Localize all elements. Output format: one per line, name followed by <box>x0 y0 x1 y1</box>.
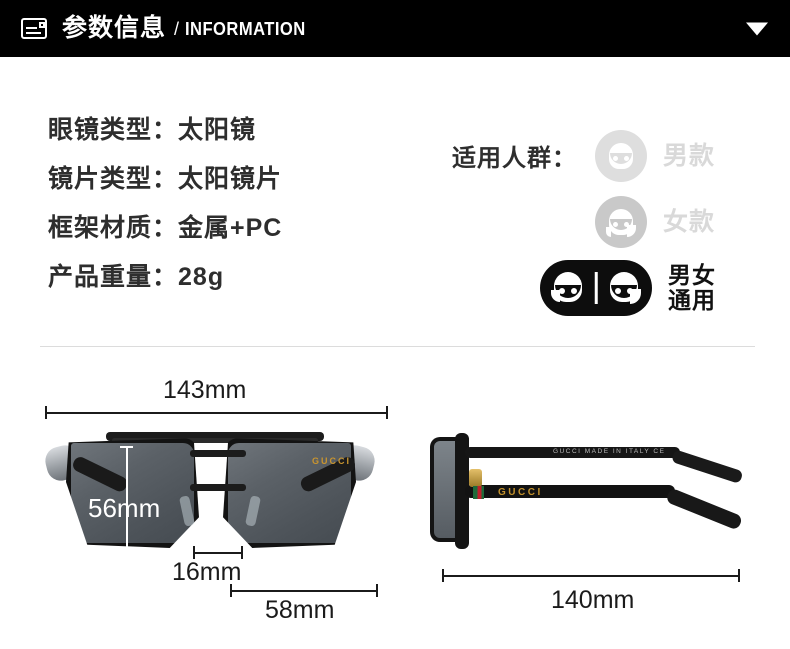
info-card-icon <box>20 16 50 42</box>
audience-option-label-unisex: 男女 通用 <box>668 263 716 313</box>
sunglasses-front-view: GUCCI <box>40 420 390 565</box>
dimension-label-lens-width: 58mm <box>265 596 335 624</box>
dimension-line-lens-height <box>120 446 133 568</box>
dimension-label-temple-length: 140mm <box>551 586 635 614</box>
spec-label: 眼镜类型： <box>48 116 179 144</box>
header-separator: / <box>174 18 180 39</box>
unisex-label-line1: 男女 <box>668 262 716 289</box>
audience-title: 适用人群： <box>452 145 577 172</box>
spec-label: 镜片类型： <box>48 165 179 193</box>
gucci-stripe <box>473 486 484 499</box>
spec-value: 28g <box>178 263 225 291</box>
dimension-label-bridge-width: 16mm <box>172 558 242 586</box>
triangle-down-icon[interactable] <box>746 22 768 35</box>
specification-list: 眼镜类型：太阳镜 镜片类型：太阳镜片 框架材质：金属+PC 产品重量：28g <box>48 118 282 314</box>
male-face-icon <box>595 130 647 182</box>
information-header-bar: 参数信息 / INFORMATION <box>0 0 790 57</box>
dimension-line-lens-width <box>230 584 378 597</box>
spec-row-frame-material: 框架材质：金属+PC <box>48 216 282 241</box>
sunglasses-side-view: GUCCI MADE IN ITALY CE GUCCI <box>425 425 755 565</box>
audience-option-label: 女款 <box>663 207 716 236</box>
unisex-label-line2: 通用 <box>668 287 716 313</box>
header-title-en: INFORMATION <box>185 18 306 39</box>
lens-left <box>66 438 199 548</box>
female-face-icon <box>595 196 647 248</box>
brand-logo-side: GUCCI <box>498 487 543 498</box>
brand-logo-front: GUCCI <box>312 456 351 466</box>
spec-value: 太阳镜 <box>178 116 257 144</box>
spec-label: 产品重量： <box>48 263 179 291</box>
dimension-line-temple-length <box>442 569 740 582</box>
dimension-line-bridge-width <box>193 546 243 559</box>
audience-option-unisex[interactable]: 男女 通用 <box>540 260 716 316</box>
audience-option-label: 男款 <box>663 141 716 170</box>
spec-row-glasses-type: 眼镜类型：太阳镜 <box>48 118 282 143</box>
audience-option-female[interactable]: 女款 <box>595 196 715 248</box>
lens-right <box>223 438 356 548</box>
audience-option-male[interactable]: 男款 <box>595 130 715 182</box>
spec-value: 太阳镜片 <box>178 165 283 193</box>
engraving-text: GUCCI MADE IN ITALY CE <box>553 448 666 455</box>
spec-row-lens-type: 镜片类型：太阳镜片 <box>48 167 282 192</box>
header-title-cn: 参数信息 <box>62 14 167 42</box>
section-divider <box>40 346 755 347</box>
dimension-line-total-width <box>45 406 388 419</box>
dimension-label-total-width: 143mm <box>163 376 247 404</box>
dimension-label-lens-height: 56mm <box>88 493 161 523</box>
spec-row-product-weight: 产品重量：28g <box>48 265 282 290</box>
spec-label: 框架材质： <box>48 214 179 242</box>
spec-value: 金属+PC <box>178 214 283 242</box>
unisex-faces-icon <box>540 260 652 316</box>
